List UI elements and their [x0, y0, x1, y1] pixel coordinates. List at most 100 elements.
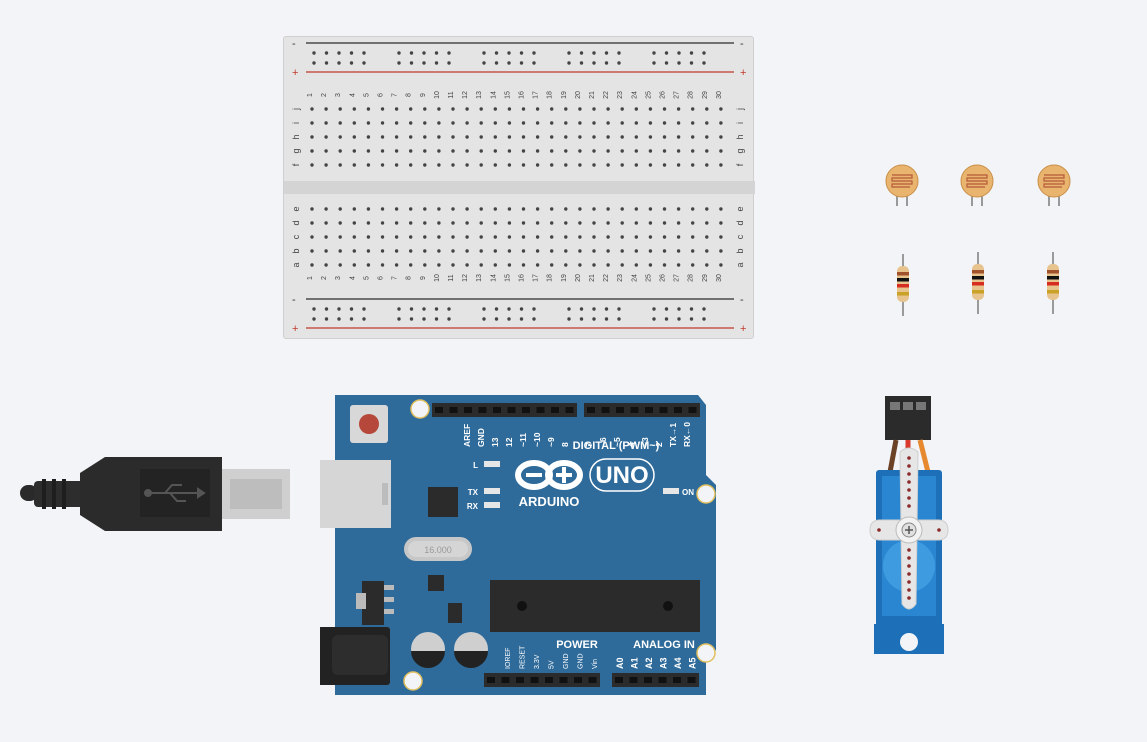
- breadboard-hole[interactable]: [535, 221, 540, 225]
- rail-hole[interactable]: [702, 307, 706, 311]
- breadboard-hole[interactable]: [507, 207, 512, 211]
- photoresistor-2[interactable]: [957, 164, 997, 214]
- rail-hole[interactable]: [349, 51, 354, 55]
- breadboard-hole[interactable]: [662, 249, 667, 253]
- breadboard-hole[interactable]: [507, 149, 512, 153]
- breadboard-hole[interactable]: [606, 107, 610, 111]
- breadboard-hole[interactable]: [648, 107, 653, 111]
- rail-hole[interactable]: [409, 307, 414, 311]
- breadboard-hole[interactable]: [310, 249, 314, 253]
- rail-hole[interactable]: [689, 51, 694, 55]
- breadboard-hole[interactable]: [409, 263, 413, 267]
- breadboard-hole[interactable]: [324, 221, 328, 225]
- breadboard-hole[interactable]: [550, 221, 554, 225]
- breadboard-hole[interactable]: [550, 135, 554, 139]
- breadboard-hole[interactable]: [662, 163, 667, 167]
- breadboard-hole[interactable]: [507, 107, 512, 111]
- breadboard-hole[interactable]: [521, 235, 526, 239]
- header-pin[interactable]: [588, 677, 597, 683]
- header-pin[interactable]: [435, 407, 443, 413]
- breadboard-hole[interactable]: [705, 149, 709, 153]
- rail-hole[interactable]: [482, 307, 486, 311]
- header-pin[interactable]: [530, 677, 539, 683]
- header-pin[interactable]: [687, 677, 696, 683]
- breadboard-hole[interactable]: [352, 263, 356, 267]
- breadboard-hole[interactable]: [465, 221, 469, 225]
- rail-hole[interactable]: [482, 317, 486, 321]
- breadboard-hole[interactable]: [691, 221, 695, 225]
- rail-hole[interactable]: [567, 307, 571, 311]
- breadboard-hole[interactable]: [521, 249, 526, 253]
- breadboard-hole[interactable]: [380, 121, 385, 125]
- rail-hole[interactable]: [664, 61, 669, 65]
- rail-hole[interactable]: [579, 307, 584, 311]
- rail-hole[interactable]: [592, 51, 596, 55]
- rail-hole[interactable]: [519, 317, 524, 321]
- header-pin[interactable]: [587, 407, 595, 413]
- breadboard-hole[interactable]: [409, 121, 413, 125]
- breadboard-hole[interactable]: [352, 221, 356, 225]
- breadboard-hole[interactable]: [394, 163, 399, 167]
- rail-hole[interactable]: [494, 51, 499, 55]
- breadboard-hole[interactable]: [606, 221, 610, 225]
- breadboard-hole[interactable]: [676, 235, 681, 239]
- breadboard-hole[interactable]: [394, 121, 399, 125]
- breadboard-hole[interactable]: [493, 149, 497, 153]
- header-pin[interactable]: [545, 677, 553, 683]
- breadboard-hole[interactable]: [719, 207, 723, 211]
- breadboard-hole[interactable]: [409, 221, 413, 225]
- rail-hole[interactable]: [349, 317, 354, 321]
- breadboard-hole[interactable]: [479, 221, 483, 225]
- breadboard-hole[interactable]: [352, 107, 356, 111]
- rail-hole[interactable]: [494, 61, 499, 65]
- rail-hole[interactable]: [434, 307, 439, 311]
- breadboard-hole[interactable]: [719, 249, 723, 253]
- breadboard-hole[interactable]: [437, 163, 441, 167]
- resistor-2[interactable]: [968, 252, 988, 314]
- breadboard-hole[interactable]: [437, 149, 441, 153]
- breadboard-hole[interactable]: [310, 135, 314, 139]
- breadboard-hole[interactable]: [479, 207, 483, 211]
- breadboard-hole[interactable]: [620, 207, 624, 211]
- breadboard-hole[interactable]: [409, 135, 413, 139]
- breadboard-hole[interactable]: [634, 107, 638, 111]
- rail-hole[interactable]: [422, 307, 426, 311]
- breadboard-hole[interactable]: [634, 221, 638, 225]
- breadboard-hole[interactable]: [507, 121, 512, 125]
- breadboard-hole[interactable]: [465, 107, 469, 111]
- photoresistor-3[interactable]: [1034, 164, 1074, 214]
- breadboard-hole[interactable]: [719, 149, 723, 153]
- breadboard-hole[interactable]: [324, 163, 328, 167]
- breadboard-hole[interactable]: [662, 149, 667, 153]
- breadboard-hole[interactable]: [620, 163, 624, 167]
- breadboard-hole[interactable]: [606, 121, 610, 125]
- breadboard-hole[interactable]: [409, 235, 413, 239]
- rail-hole[interactable]: [604, 51, 609, 55]
- breadboard-hole[interactable]: [705, 163, 709, 167]
- breadboard-hole[interactable]: [592, 207, 596, 211]
- breadboard-hole[interactable]: [592, 135, 596, 139]
- breadboard-hole[interactable]: [676, 221, 681, 225]
- rail-hole[interactable]: [617, 307, 621, 311]
- rail-hole[interactable]: [397, 307, 401, 311]
- rail-hole[interactable]: [677, 307, 681, 311]
- breadboard-hole[interactable]: [535, 249, 540, 253]
- breadboard-hole[interactable]: [366, 121, 371, 125]
- rail-hole[interactable]: [567, 61, 571, 65]
- breadboard-hole[interactable]: [310, 207, 314, 211]
- breadboard-hole[interactable]: [366, 163, 371, 167]
- rail-hole[interactable]: [652, 317, 656, 321]
- breadboard-hole[interactable]: [578, 163, 582, 167]
- breadboard-hole[interactable]: [634, 235, 638, 239]
- rail-hole[interactable]: [652, 61, 656, 65]
- breadboard-hole[interactable]: [592, 149, 596, 153]
- breadboard-hole[interactable]: [662, 263, 667, 267]
- header-pin[interactable]: [449, 407, 458, 413]
- breadboard-hole[interactable]: [493, 235, 497, 239]
- rail-hole[interactable]: [494, 317, 499, 321]
- breadboard-hole[interactable]: [338, 121, 342, 125]
- breadboard-hole[interactable]: [676, 207, 681, 211]
- rail-hole[interactable]: [532, 307, 536, 311]
- breadboard-hole[interactable]: [380, 207, 385, 211]
- breadboard-hole[interactable]: [465, 163, 469, 167]
